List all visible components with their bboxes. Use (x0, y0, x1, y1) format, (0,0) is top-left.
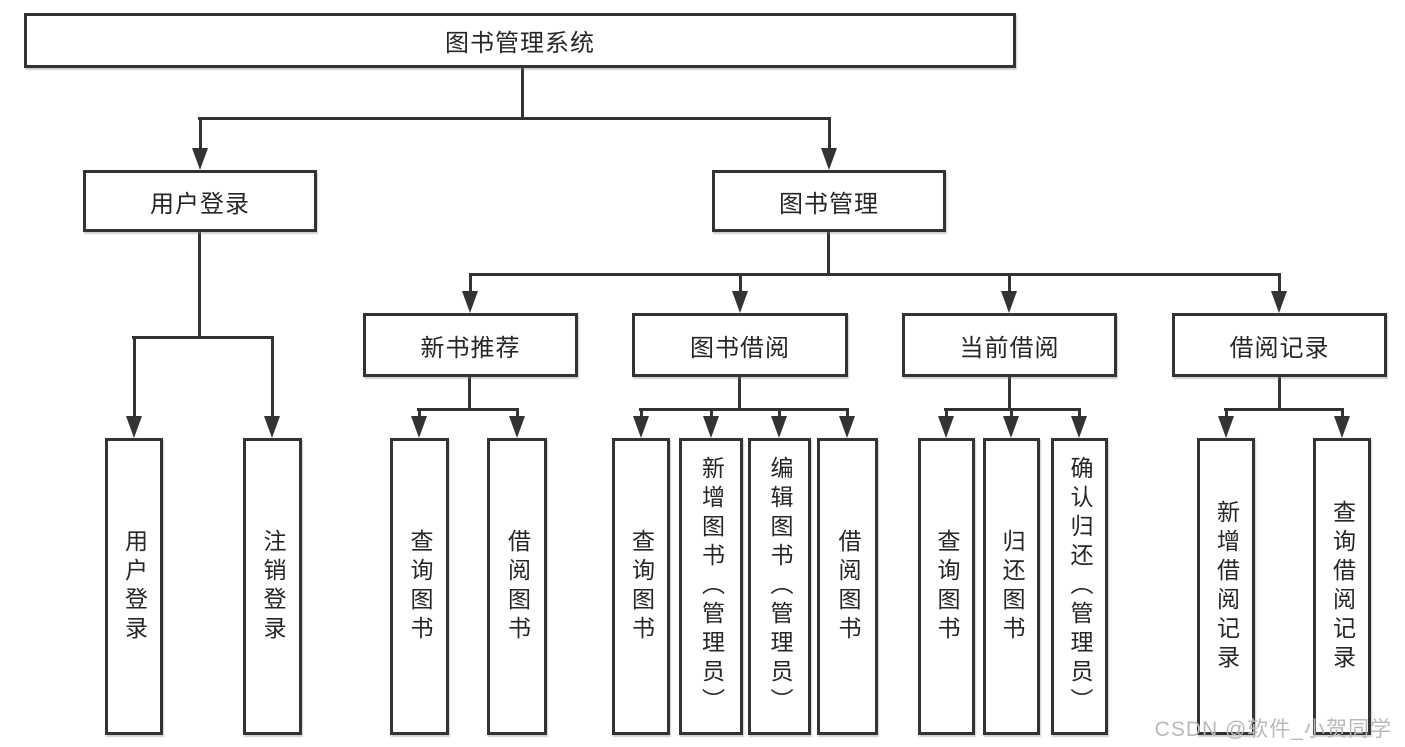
connector-current-stem (1008, 377, 1011, 411)
leaf-user-login-label: 用户登录 (121, 528, 148, 645)
node-current-borrowing-label: 当前借阅 (959, 334, 1060, 362)
leaf-bb-query-books-label: 查询图书 (628, 528, 655, 645)
connector-new-book-stem (468, 377, 471, 411)
node-borrowing-records-label: 借阅记录 (1229, 334, 1330, 362)
leaf-bb-query-books: 查询图书 (612, 438, 670, 735)
node-user-login-label: 用户登录 (150, 190, 250, 218)
node-root-label: 图书管理系统 (445, 30, 595, 57)
leaf-logout: 注销登录 (243, 438, 302, 735)
leaf-cb-query-books-label: 查询图书 (934, 528, 960, 645)
connector-user-login-rail (132, 336, 274, 339)
connector-user-login-stem (198, 232, 201, 339)
connector-records-rail (1224, 408, 1344, 411)
arrow-br-add-record (1218, 408, 1234, 438)
watermark: CSDN @软件_小贺同学 (1154, 718, 1392, 741)
leaf-cb-confirm-return-admin-label: 确认归还（管理员） (1067, 456, 1093, 717)
arrow-to-new-book-recommend (462, 273, 478, 313)
leaf-bb-edit-books-admin: 编辑图书（管理员） (748, 438, 811, 735)
connector-new-book-rail (417, 408, 519, 411)
connector-current-rail (944, 408, 1081, 411)
leaf-cb-return-books: 归还图书 (983, 438, 1040, 735)
connector-book-management-stem (827, 232, 830, 276)
node-new-book-recommend-label: 新书推荐 (420, 334, 521, 362)
arrow-to-book-management (821, 117, 837, 170)
arrow-to-user-login (192, 117, 208, 170)
leaf-cb-return-books-label: 归还图书 (999, 528, 1025, 645)
node-borrowing-records: 借阅记录 (1172, 313, 1387, 377)
leaf-br-add-record: 新增借阅记录 (1197, 438, 1255, 735)
arrow-to-current-borrowing (1001, 273, 1017, 313)
node-new-book-recommend: 新书推荐 (363, 313, 578, 377)
node-user-login: 用户登录 (83, 170, 317, 232)
arrow-bb-add-books (703, 408, 719, 438)
leaf-logout-label: 注销登录 (260, 528, 286, 645)
node-root: 图书管理系统 (24, 13, 1016, 68)
connector-root-stem (521, 68, 524, 120)
connector-book-management-rail (469, 273, 1280, 276)
arrow-nbr-query-books (411, 408, 427, 438)
arrow-cb-return-books (1003, 408, 1019, 438)
arrow-bb-borrow-books (839, 408, 855, 438)
leaf-cb-query-books: 查询图书 (918, 438, 975, 735)
leaf-cb-confirm-return-admin: 确认归还（管理员） (1051, 438, 1108, 735)
arrow-bb-query-books (633, 408, 649, 438)
connector-borrowing-rail (639, 408, 849, 411)
node-book-management-label: 图书管理 (779, 190, 879, 218)
arrow-cb-query-books (938, 408, 954, 438)
node-book-borrowing-label: 图书借阅 (690, 334, 790, 362)
arrow-to-leaf-logout (264, 336, 280, 438)
node-book-management: 图书管理 (712, 170, 946, 232)
arrow-to-book-borrowing (732, 273, 748, 313)
arrow-to-borrowing-records (1271, 273, 1287, 313)
connector-root-rail (198, 117, 831, 120)
arrow-cb-confirm-return (1071, 408, 1087, 438)
leaf-br-query-record-label: 查询借阅记录 (1329, 499, 1356, 674)
leaf-bb-add-books-admin-label: 新增图书（管理员） (698, 456, 725, 717)
leaf-br-add-record-label: 新增借阅记录 (1213, 499, 1240, 674)
leaf-br-query-record: 查询借阅记录 (1313, 438, 1371, 735)
arrow-bb-edit-books (771, 408, 787, 438)
leaf-nbr-borrow-books-label: 借阅图书 (504, 528, 531, 645)
node-current-borrowing: 当前借阅 (902, 313, 1117, 377)
leaf-nbr-borrow-books: 借阅图书 (487, 438, 547, 735)
leaf-bb-borrow-books-label: 借阅图书 (835, 528, 861, 645)
connector-borrowing-stem (738, 377, 741, 411)
leaf-user-login: 用户登录 (105, 438, 163, 735)
connector-records-stem (1278, 377, 1281, 411)
arrow-to-leaf-user-login (126, 336, 142, 438)
node-book-borrowing: 图书借阅 (632, 313, 848, 377)
leaf-bb-edit-books-admin-label: 编辑图书（管理员） (767, 456, 793, 717)
leaf-nbr-query-books-label: 查询图书 (407, 528, 433, 645)
leaf-nbr-query-books: 查询图书 (390, 438, 449, 735)
arrow-nbr-borrow-books (509, 408, 525, 438)
arrow-br-query-record (1334, 408, 1350, 438)
leaf-bb-add-books-admin: 新增图书（管理员） (679, 438, 743, 735)
leaf-bb-borrow-books: 借阅图书 (817, 438, 878, 735)
